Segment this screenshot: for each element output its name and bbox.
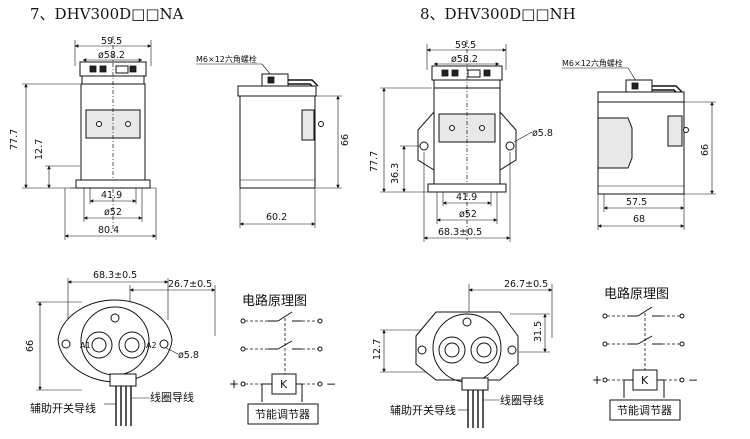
na-terminal-a1: A1 bbox=[80, 341, 91, 350]
nh-aux-label: 辅助开关导线 bbox=[390, 403, 456, 417]
circuit-left: 电路原理图 + − K 节能调节器 bbox=[229, 293, 336, 425]
na-dim-b3: 80.4 bbox=[98, 225, 119, 236]
circuit-right-title: 电路原理图 bbox=[604, 286, 669, 302]
nh-front-view: 59.5 ø58.2 ø5.8 77.7 36.3 bbox=[369, 40, 553, 242]
circuit-right-plus: + bbox=[592, 373, 602, 387]
nh-side-dim-w1: 57.5 bbox=[626, 197, 647, 208]
nh-side-dim-h: 66 bbox=[700, 144, 711, 156]
circuit-left-minus: − bbox=[326, 377, 336, 391]
na-bottom-dim-span: 68.3±0.5 bbox=[93, 270, 137, 281]
nh-dim-b3: 68.3±0.5 bbox=[438, 227, 482, 238]
na-side-view: M6×12六角螺栓 66 60.2 bbox=[196, 54, 351, 228]
nh-bottom-dim-h2: 12.7 bbox=[372, 339, 383, 360]
circuit-left-regulator: 节能调节器 bbox=[255, 407, 310, 421]
na-bolt-label: M6×12六角螺栓 bbox=[196, 54, 257, 64]
circuit-left-title: 电路原理图 bbox=[242, 293, 307, 309]
na-dim-mid: 12.7 bbox=[34, 139, 45, 160]
na-dim-top: 59.5 bbox=[101, 36, 122, 47]
nh-dim-b2: ø52 bbox=[459, 209, 477, 220]
circuit-right-minus: − bbox=[688, 373, 698, 387]
nh-dim-dia-top: ø58.2 bbox=[451, 54, 478, 65]
nh-coil-label: 线圈导线 bbox=[500, 393, 544, 407]
nh-side-view: M6×12六角螺栓 66 57.5 68 bbox=[562, 58, 716, 230]
na-front-view: 59.5 ø58.2 77.7 12.7 41.9 ø52 bbox=[9, 36, 157, 240]
circuit-left-plus: + bbox=[229, 377, 239, 391]
nh-dim-height: 77.7 bbox=[369, 151, 380, 172]
circuit-right-regulator: 节能调节器 bbox=[617, 403, 672, 417]
na-dim-dia-top: ø58.2 bbox=[98, 50, 125, 61]
na-terminal-a2: A2 bbox=[146, 341, 157, 350]
na-side-dim-w: 60.2 bbox=[266, 212, 287, 223]
na-dim-b1: 41.9 bbox=[101, 190, 122, 201]
nh-dim-top: 59.5 bbox=[455, 40, 476, 51]
na-side-dim-h: 66 bbox=[340, 134, 351, 146]
circuit-right-relay: K bbox=[641, 374, 649, 387]
na-coil-label: 线圈导线 bbox=[150, 390, 194, 404]
na-bottom-dim-offset: 26.7±0.5 bbox=[168, 279, 212, 290]
circuit-left-relay: K bbox=[280, 378, 288, 391]
nh-side-dim-w2: 68 bbox=[633, 214, 645, 225]
title-nh: 8、DHV300D□□NH bbox=[420, 5, 576, 23]
na-bottom-dim-h: 66 bbox=[25, 340, 36, 352]
na-aux-label: 辅助开关导线 bbox=[30, 401, 96, 415]
nh-dim-hole: ø5.8 bbox=[532, 128, 553, 139]
na-bottom-view: 68.3±0.5 26.7±0.5 66 A1 A2 ø5.8 辅助开关导线 线… bbox=[25, 270, 216, 426]
na-dim-b2: ø52 bbox=[104, 207, 122, 218]
circuit-right: 电路原理图 + − K 节能调节器 bbox=[592, 286, 698, 421]
na-dim-height: 77.7 bbox=[9, 129, 20, 150]
nh-bottom-dim-offset: 26.7±0.5 bbox=[504, 279, 548, 290]
na-bottom-dim-hole: ø5.8 bbox=[178, 350, 199, 361]
nh-bottom-view: 26.7±0.5 31.5 12.7 辅助开关导线 线圈导线 bbox=[372, 279, 553, 428]
title-na: 7、DHV300D□□NA bbox=[30, 5, 184, 23]
nh-dim-mid: 36.3 bbox=[390, 163, 401, 184]
nh-dim-b1: 41.9 bbox=[456, 192, 477, 203]
nh-bottom-dim-h1: 31.5 bbox=[533, 321, 544, 342]
nh-bolt-label: M6×12六角螺栓 bbox=[562, 58, 623, 68]
